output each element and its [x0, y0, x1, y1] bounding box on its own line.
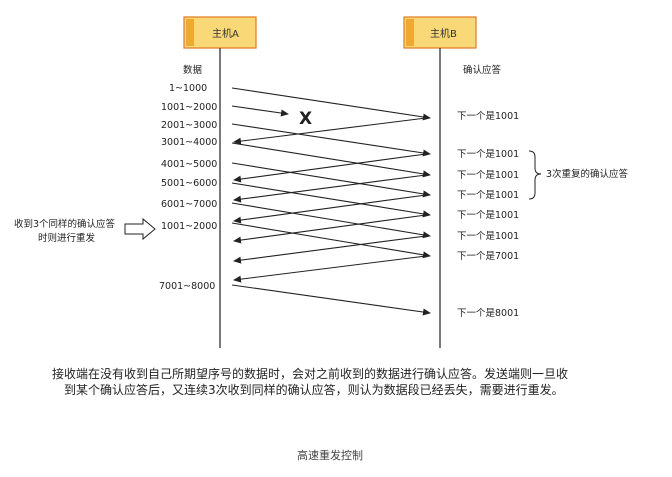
data-arrow-8: [231, 284, 431, 316]
host-a-accent: [186, 19, 194, 46]
host-b-accent: [406, 19, 414, 46]
ack-label-2: 下一个是1001: [457, 149, 519, 160]
ack-label-7: 下一个是7001: [457, 251, 519, 262]
data-arrows: [231, 87, 431, 316]
resend-note-line2: 时则进行重发: [38, 232, 96, 244]
ack-column-label: 确认应答: [463, 64, 502, 76]
segment-label-8: 7001~8000: [159, 281, 215, 292]
ack-arrow-4: [233, 194, 427, 224]
data-arrow-resend: [231, 222, 431, 259]
ack-label-6: 下一个是1001: [457, 231, 519, 242]
ack-label-8: 下一个是8001: [457, 308, 519, 319]
host-b-box: [403, 16, 477, 49]
ack-arrows: [233, 117, 427, 283]
host-a: 主机A: [183, 16, 257, 49]
ack-label-1: 下一个是1001: [457, 111, 519, 122]
segment-label-5: 4001~5000: [161, 159, 217, 170]
description-line1: 接收端在没有收到自己所期望序号的数据时，会对之前收到的数据进行确认应答。发送端则…: [52, 366, 568, 381]
data-arrow-6: [231, 182, 431, 218]
host-b-label: 主机B: [430, 27, 457, 40]
segment-label-1: 1~1000: [169, 83, 207, 94]
segment-label-2: 1001~2000: [161, 102, 217, 113]
ack-label-5: 下一个是1001: [457, 210, 519, 221]
ack-label-4: 下一个是1001: [457, 190, 519, 201]
ack-arrow-5: [233, 214, 427, 244]
lost-segment-marker: X: [299, 109, 312, 129]
resend-hollow-arrow-icon: [124, 217, 156, 241]
segment-label-7: 6001~7000: [161, 199, 217, 210]
ack-arrow-3: [233, 174, 427, 203]
ack-labels: 下一个是1001 下一个是1001 下一个是1001 下一个是1001 下一个是…: [457, 111, 519, 319]
duplicate-ack-brace: [528, 150, 542, 200]
host-b: 主机B: [403, 16, 477, 49]
ack-label-3: 下一个是1001: [457, 170, 519, 181]
data-arrow-1: [231, 87, 431, 121]
data-column-label: 数据: [183, 64, 203, 76]
segment-label-6: 5001~6000: [161, 178, 217, 189]
segment-labels: 1~1000 1001~2000 2001~3000 3001~4000 400…: [159, 83, 217, 292]
host-a-label: 主机A: [212, 27, 239, 40]
ack-arrow-2: [233, 153, 427, 183]
description-line2: 到某个确认应答后，又连续3次收到同样的确认应答，则认为数据段已经丢失，需要进行重…: [64, 382, 564, 397]
data-arrow-3: [231, 123, 431, 157]
host-a-box: [183, 16, 257, 49]
data-arrow-4: [231, 142, 431, 178]
resend-note-line1: 收到3个同样的确认应答: [14, 218, 116, 230]
segment-label-resend: 1001~2000: [161, 221, 217, 232]
segment-label-4: 3001~4000: [161, 137, 217, 148]
data-arrow-5: [231, 162, 431, 198]
figure-caption: 高速重发控制: [297, 448, 363, 462]
ack-arrow-7: [233, 255, 427, 283]
data-arrow-2-lost: [231, 105, 289, 117]
segment-label-3: 2001~3000: [161, 120, 217, 131]
data-arrow-7: [231, 202, 431, 239]
ack-arrow-1: [233, 117, 427, 145]
ack-arrow-6: [233, 235, 427, 264]
duplicate-ack-note: 3次重复的确认应答: [546, 168, 629, 180]
